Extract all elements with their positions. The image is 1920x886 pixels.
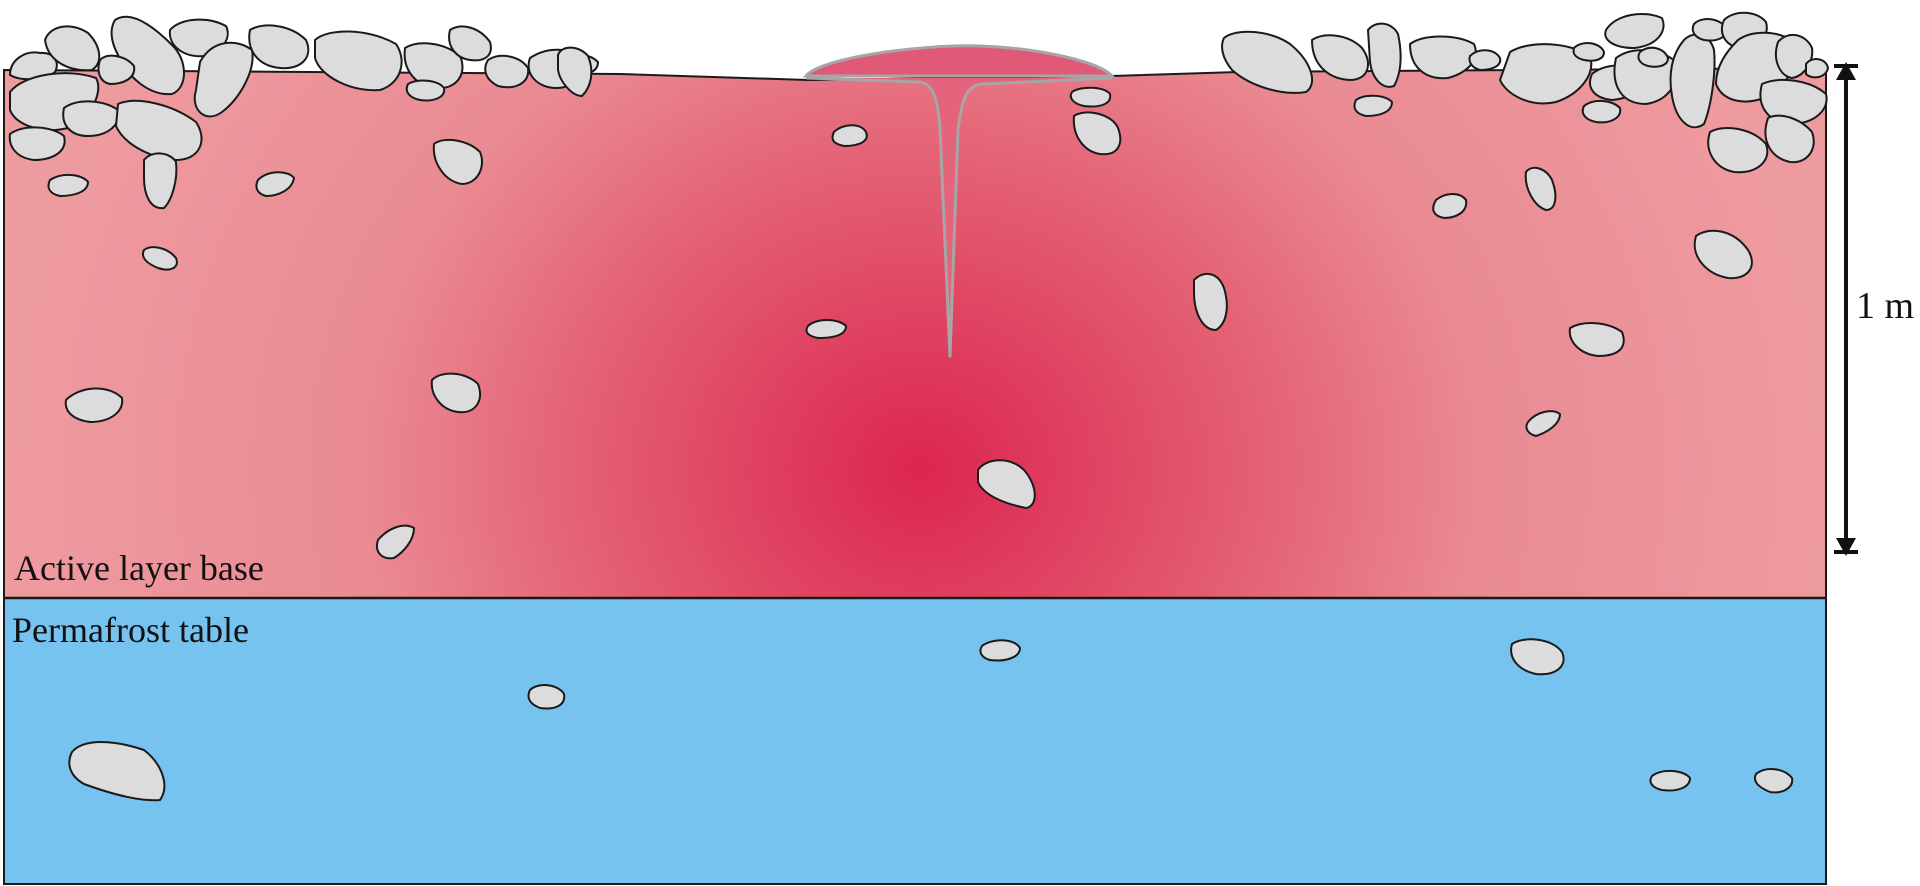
label-permafrost-table: Permafrost table xyxy=(12,610,249,650)
stone xyxy=(485,56,528,87)
stone xyxy=(249,25,308,68)
surface-mound xyxy=(806,46,1112,76)
stone xyxy=(980,640,1020,660)
scale-bar xyxy=(1834,62,1858,556)
stone xyxy=(832,125,866,146)
stone xyxy=(528,685,564,708)
permafrost-layer xyxy=(4,598,1826,884)
active-layer xyxy=(4,68,1826,598)
stone xyxy=(1671,35,1715,128)
stone xyxy=(1650,771,1690,791)
label-scale: 1 m xyxy=(1856,285,1914,327)
stone xyxy=(1583,101,1620,122)
stone xyxy=(10,127,65,160)
stone xyxy=(1071,88,1110,107)
stone xyxy=(1573,43,1604,61)
stone xyxy=(1638,48,1668,67)
stone xyxy=(407,81,444,101)
stone xyxy=(1806,59,1828,77)
stone xyxy=(1605,14,1663,48)
stone xyxy=(1469,50,1500,70)
stone xyxy=(806,320,846,338)
label-active-layer-base: Active layer base xyxy=(14,548,264,588)
stone xyxy=(98,56,134,84)
